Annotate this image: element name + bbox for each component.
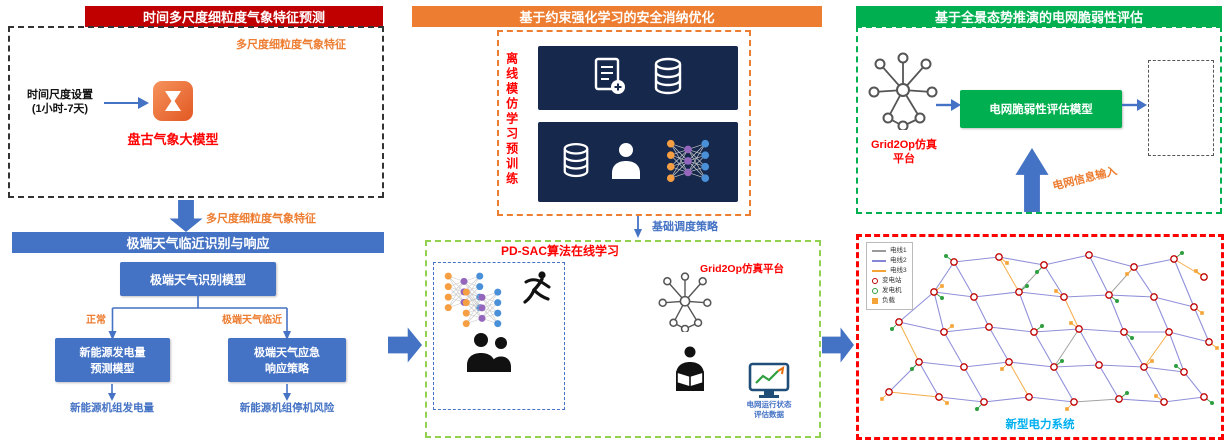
response-output-label: 新能源机组停机风险 [239, 402, 335, 414]
safe-rl-module-title: 基于约束强化学习的安全消纳优化 [412, 6, 822, 27]
person-icon [609, 141, 643, 184]
vulnerability-model-box: 电网脆弱性评估模型 [960, 90, 1122, 128]
dancer-icon [522, 270, 552, 313]
extreme-recognition-model-box: 极端天气识别模型 [120, 262, 276, 296]
legend-item: 电线1 [872, 246, 907, 256]
reading-person-icon [670, 345, 710, 396]
database-icon [561, 142, 591, 183]
document-icon [592, 57, 626, 100]
safe-rl-module-box [497, 30, 751, 216]
pdsac-title: PD-SAC算法在线学习 [500, 244, 619, 258]
arrow-grid2op-to-model [936, 99, 961, 111]
time-scale-label: 时间尺度设置 (1小时-7天) [27, 89, 93, 116]
grid-network-icon [868, 52, 938, 135]
team-icon [465, 330, 515, 377]
arrow-pdsac-to-grid [822, 327, 854, 363]
offline-learning-label: 离线模仿学习预训练 [504, 52, 519, 187]
arrow-extreme-to-pdsac [388, 327, 422, 363]
database-icon [652, 57, 684, 100]
arrow-forecast-output [108, 384, 116, 401]
weather-module-title: 时间多尺度细粒度气象特征预测 [85, 6, 383, 27]
base-policy-label: 基础调度策略 [652, 221, 718, 233]
arrow-model-to-result [1122, 99, 1147, 111]
vulnerability-module-box [856, 26, 1222, 214]
pangu-model-icon [152, 80, 194, 127]
grid-caption: 新型电力系统 [1005, 419, 1075, 431]
arrow-response-output [283, 384, 291, 401]
weather-feature-top-label: 多尺度细粒度气象特征 [236, 39, 346, 51]
offline-data-box [538, 46, 738, 110]
vulnerability-module-title: 基于全景态势推演的电网脆弱性评估 [856, 6, 1222, 27]
branch-connectors [108, 296, 291, 340]
pdsac-grid2op-label: Grid2Op仿真平台 [700, 263, 785, 275]
weather-feature-out-label: 多尺度细粒度气象特征 [206, 213, 316, 225]
extreme-module-title: 极端天气临近识别与响应 [12, 232, 384, 253]
arrow-weather-to-extreme [169, 200, 203, 232]
pretrain-box [538, 122, 738, 202]
legend-item: 发电机 [872, 286, 907, 296]
monitor-label: 电网运行状态 评估数据 [746, 400, 792, 419]
legend-item: 电线2 [872, 256, 907, 266]
branch-extreme-label: 极端天气临近 [222, 315, 282, 326]
branch-normal-label: 正常 [86, 315, 106, 326]
legend-item: 变电站 [872, 276, 907, 286]
response-strategy-box: 极端天气应急 响应策略 [228, 338, 346, 382]
forecast-output-label: 新能源机组发电量 [70, 402, 154, 414]
weather-module-box [8, 26, 384, 198]
grid-network-icon [658, 272, 712, 337]
gen-forecast-model-box: 新能源发电量 预测模型 [55, 338, 170, 382]
neural-network-icon [458, 286, 506, 333]
assessment-result-box [1148, 60, 1214, 156]
legend-item: 电线3 [872, 266, 907, 276]
arrow-scale-to-model-icon [104, 97, 149, 109]
vuln-grid2op-label: Grid2Op仿真 平台 [870, 139, 937, 166]
arrow-safe-rl-to-pdsac [634, 216, 642, 238]
pdsac-module-box [425, 240, 821, 438]
neural-network-icon [661, 137, 715, 188]
legend-item: 负载 [872, 296, 907, 306]
power-grid-svg [880, 251, 1219, 411]
pdsac-agent-box [433, 262, 565, 410]
monitor-chart-icon [748, 362, 790, 405]
pangu-model-label: 盘古气象大模型 [127, 132, 219, 147]
